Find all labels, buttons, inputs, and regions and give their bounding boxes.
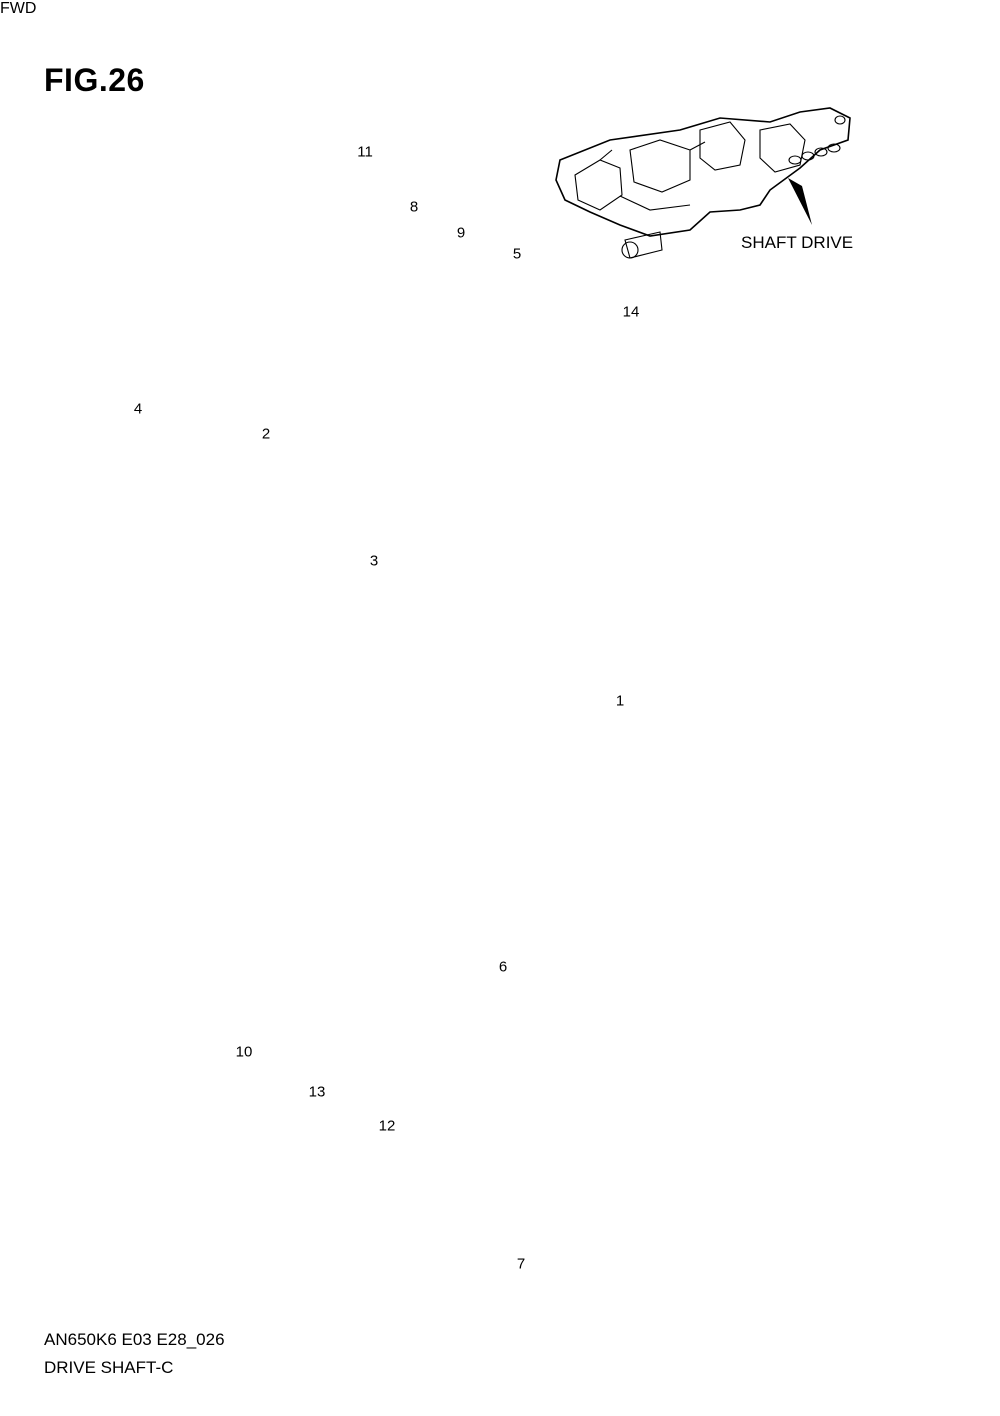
callout-7: 7 <box>516 1255 526 1273</box>
shaft-drive-housing-inset <box>555 107 851 259</box>
callout-3: 3 <box>369 552 379 570</box>
callout-11: 11 <box>357 143 373 161</box>
callout-2: 2 <box>261 425 271 443</box>
callout-5: 5 <box>512 245 522 263</box>
diagram-name: DRIVE SHAFT-C <box>44 1358 174 1377</box>
callout-10: 10 <box>235 1043 253 1061</box>
callout-13: 13 <box>308 1083 326 1101</box>
figure-title: FIG.26 <box>44 62 145 98</box>
callout-1: 1 <box>615 692 625 710</box>
callout-4: 4 <box>133 400 143 418</box>
callout-14: 14 <box>622 303 640 321</box>
callout-12: 12 <box>378 1117 396 1135</box>
callout-8: 8 <box>409 198 419 216</box>
fwd-arrow-icon: FWD <box>0 0 36 17</box>
callout-6: 6 <box>498 958 508 976</box>
inset-caption: SHAFT DRIVE <box>741 233 854 252</box>
callout-9: 9 <box>456 224 466 242</box>
model-code: AN650K6 E03 E28_026 <box>44 1330 225 1349</box>
fwd-arrow-label: FWD <box>0 0 37 17</box>
